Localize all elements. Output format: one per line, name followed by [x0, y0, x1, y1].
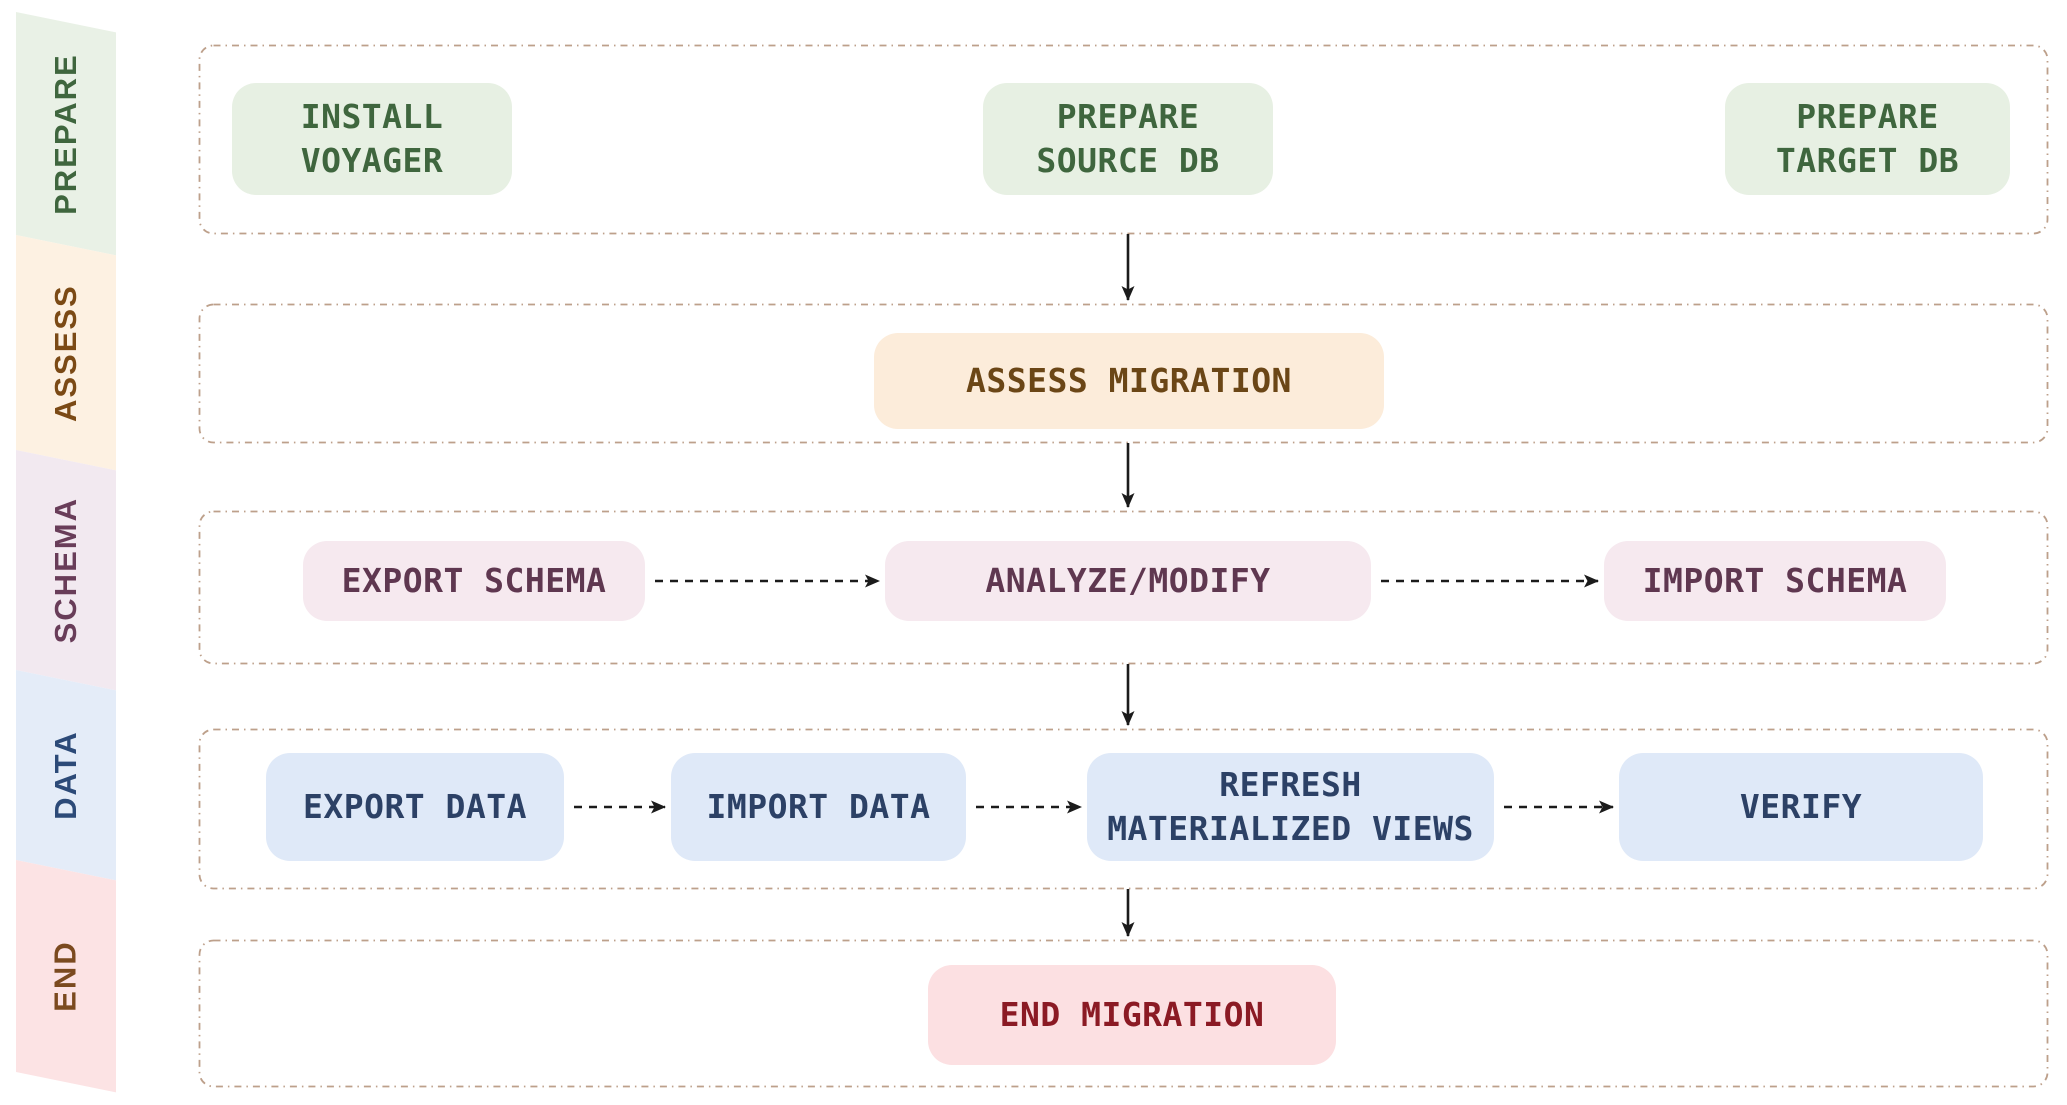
node-end-migration: END MIGRATION	[928, 965, 1336, 1065]
node-install-voyager: INSTALL VOYAGER	[232, 83, 512, 195]
section-schema	[198, 510, 2049, 665]
node-label: REFRESH MATERIALIZED VIEWS	[1107, 765, 1474, 848]
node-export-data: EXPORT DATA	[266, 753, 564, 861]
section-prepare	[198, 44, 2049, 235]
node-export-schema: EXPORT SCHEMA	[303, 541, 645, 621]
node-label: PREPARE SOURCE DB	[1036, 97, 1220, 180]
node-label: VERIFY	[1739, 787, 1863, 827]
node-verify: VERIFY	[1619, 753, 1983, 861]
node-analyze-modify: ANALYZE/MODIFY	[885, 541, 1371, 621]
section-assess	[198, 303, 2049, 444]
node-import-schema: IMPORT SCHEMA	[1604, 541, 1946, 621]
node-label: PREPARE TARGET DB	[1775, 97, 1960, 180]
node-refresh-materialized-views: REFRESH MATERIALIZED VIEWS	[1087, 753, 1494, 861]
node-label: IMPORT DATA	[706, 787, 931, 827]
node-label: ANALYZE/MODIFY	[985, 561, 1271, 601]
node-prepare-target-db: PREPARE TARGET DB	[1725, 83, 2010, 195]
node-import-data: IMPORT DATA	[671, 753, 966, 861]
section-data	[198, 728, 2049, 890]
node-prepare-source-db: PREPARE SOURCE DB	[983, 83, 1273, 195]
node-label: EXPORT SCHEMA	[341, 561, 607, 601]
node-label: IMPORT SCHEMA	[1642, 561, 1908, 601]
node-label: ASSESS MIGRATION	[966, 361, 1292, 401]
node-label: INSTALL VOYAGER	[300, 97, 444, 180]
node-label: EXPORT DATA	[302, 787, 528, 827]
node-assess-migration: ASSESS MIGRATION	[874, 333, 1384, 429]
node-label: END MIGRATION	[999, 995, 1265, 1035]
section-end	[198, 939, 2049, 1088]
